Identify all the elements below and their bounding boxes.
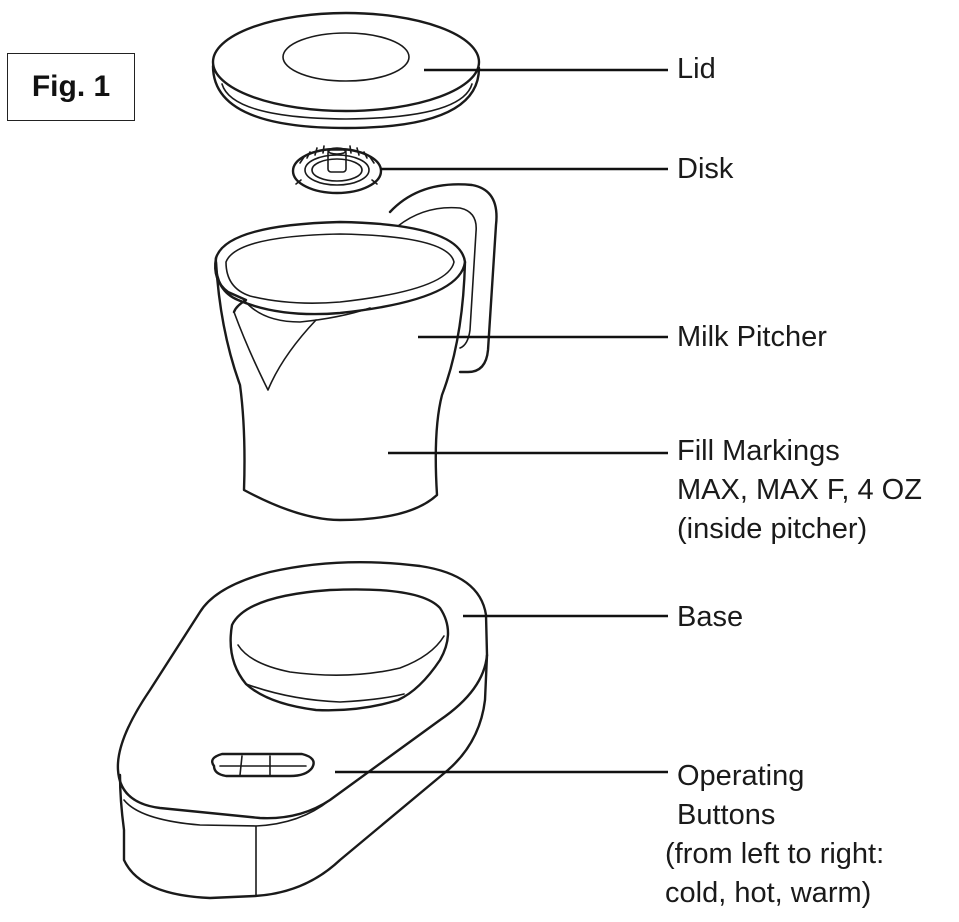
operating-buttons-label: Operating Buttons (from left to right: c… — [665, 757, 884, 913]
figure-label: Fig. 1 — [31, 70, 111, 103]
fill-markings-label-line-3: (inside pitcher) — [677, 513, 868, 545]
operating-buttons-label-line-1: Operating — [677, 760, 805, 792]
base-drawing — [116, 560, 489, 900]
operating-buttons-label-line-3: (from left to right: — [665, 838, 885, 870]
operating-buttons-label-line-2: Buttons — [677, 799, 776, 831]
operating-buttons-label-line-4: cold, hot, warm) — [665, 877, 872, 909]
figure-label-box: Fig. 1 — [7, 53, 135, 121]
lid-label: Lid — [677, 50, 716, 89]
base-label-line: Base — [677, 601, 744, 633]
lid-label-line: Lid — [677, 53, 716, 85]
milk-pitcher-label: Milk Pitcher — [677, 318, 827, 357]
milk-pitcher-label-line: Milk Pitcher — [677, 321, 827, 353]
disk-label-line: Disk — [677, 153, 734, 185]
disk-label: Disk — [677, 150, 733, 189]
disk-drawing — [291, 145, 383, 195]
lid-drawing — [211, 11, 481, 130]
fill-markings-label-line-2: MAX, MAX F, 4 OZ — [677, 474, 922, 506]
milk-pitcher-drawing — [214, 183, 498, 522]
fill-markings-label: Fill Markings MAX, MAX F, 4 OZ (inside p… — [677, 432, 922, 549]
base-label: Base — [677, 598, 743, 637]
fill-markings-label-line-1: Fill Markings — [677, 435, 840, 467]
